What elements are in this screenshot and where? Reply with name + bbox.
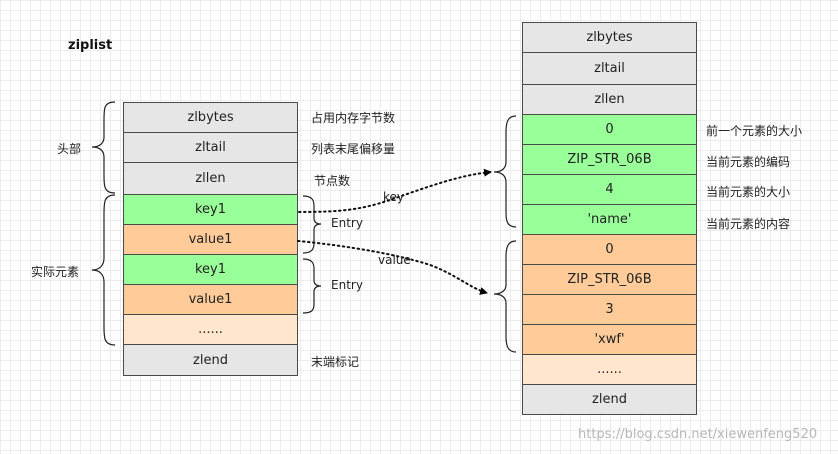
- right-value-content-cell: 'xwf': [522, 324, 697, 355]
- note-encoding: 当前元素的编码: [706, 155, 791, 169]
- note-zllen: 节点数: [314, 174, 351, 188]
- note-zltail: 列表末尾偏移量: [311, 142, 396, 156]
- arrow-value: [297, 240, 488, 295]
- left-key1-cell-2: key1: [123, 254, 298, 285]
- right-zltail-cell: zltail: [522, 52, 697, 85]
- right-ellipsis-cell: ......: [522, 354, 697, 385]
- note-length: 当前元素的大小: [706, 185, 791, 199]
- entry-label-1: Entry: [331, 216, 363, 230]
- watermark: https://blog.csdn.net/xiewenfeng520: [578, 427, 818, 442]
- brace-entry-1: [302, 195, 322, 254]
- brace-key-entry: [493, 115, 517, 228]
- note-prevlen: 前一个元素的大小: [706, 124, 803, 138]
- left-zltail-cell: zltail: [123, 132, 298, 163]
- brace-entries: [91, 194, 116, 346]
- group-label-header: 头部: [57, 142, 82, 156]
- brace-header: [91, 101, 116, 194]
- diagram-title: ziplist: [68, 38, 113, 53]
- left-key1-cell: key1: [123, 194, 298, 225]
- arrow-key: [298, 168, 492, 213]
- note-zlend: 末端标记: [311, 355, 360, 369]
- group-label-entries: 实际元素: [31, 265, 80, 279]
- brace-entry-2: [302, 258, 322, 314]
- right-zlend-cell: zlend: [522, 384, 697, 415]
- left-value1-cell-2: value1: [123, 284, 298, 315]
- left-zlend-cell: zlend: [123, 344, 298, 376]
- note-zlbytes: 占用内存字节数: [311, 111, 396, 125]
- left-value1-cell: value1: [123, 224, 298, 255]
- entry-label-2: Entry: [331, 278, 363, 292]
- note-content: 当前元素的内容: [706, 217, 791, 231]
- brace-value-entry: [493, 240, 517, 353]
- right-zlbytes-cell: zlbytes: [522, 22, 697, 53]
- right-value-encoding-cell: ZIP_STR_06B: [522, 264, 697, 295]
- right-zllen-cell: zllen: [522, 84, 697, 115]
- right-value-length-cell: 3: [522, 294, 697, 325]
